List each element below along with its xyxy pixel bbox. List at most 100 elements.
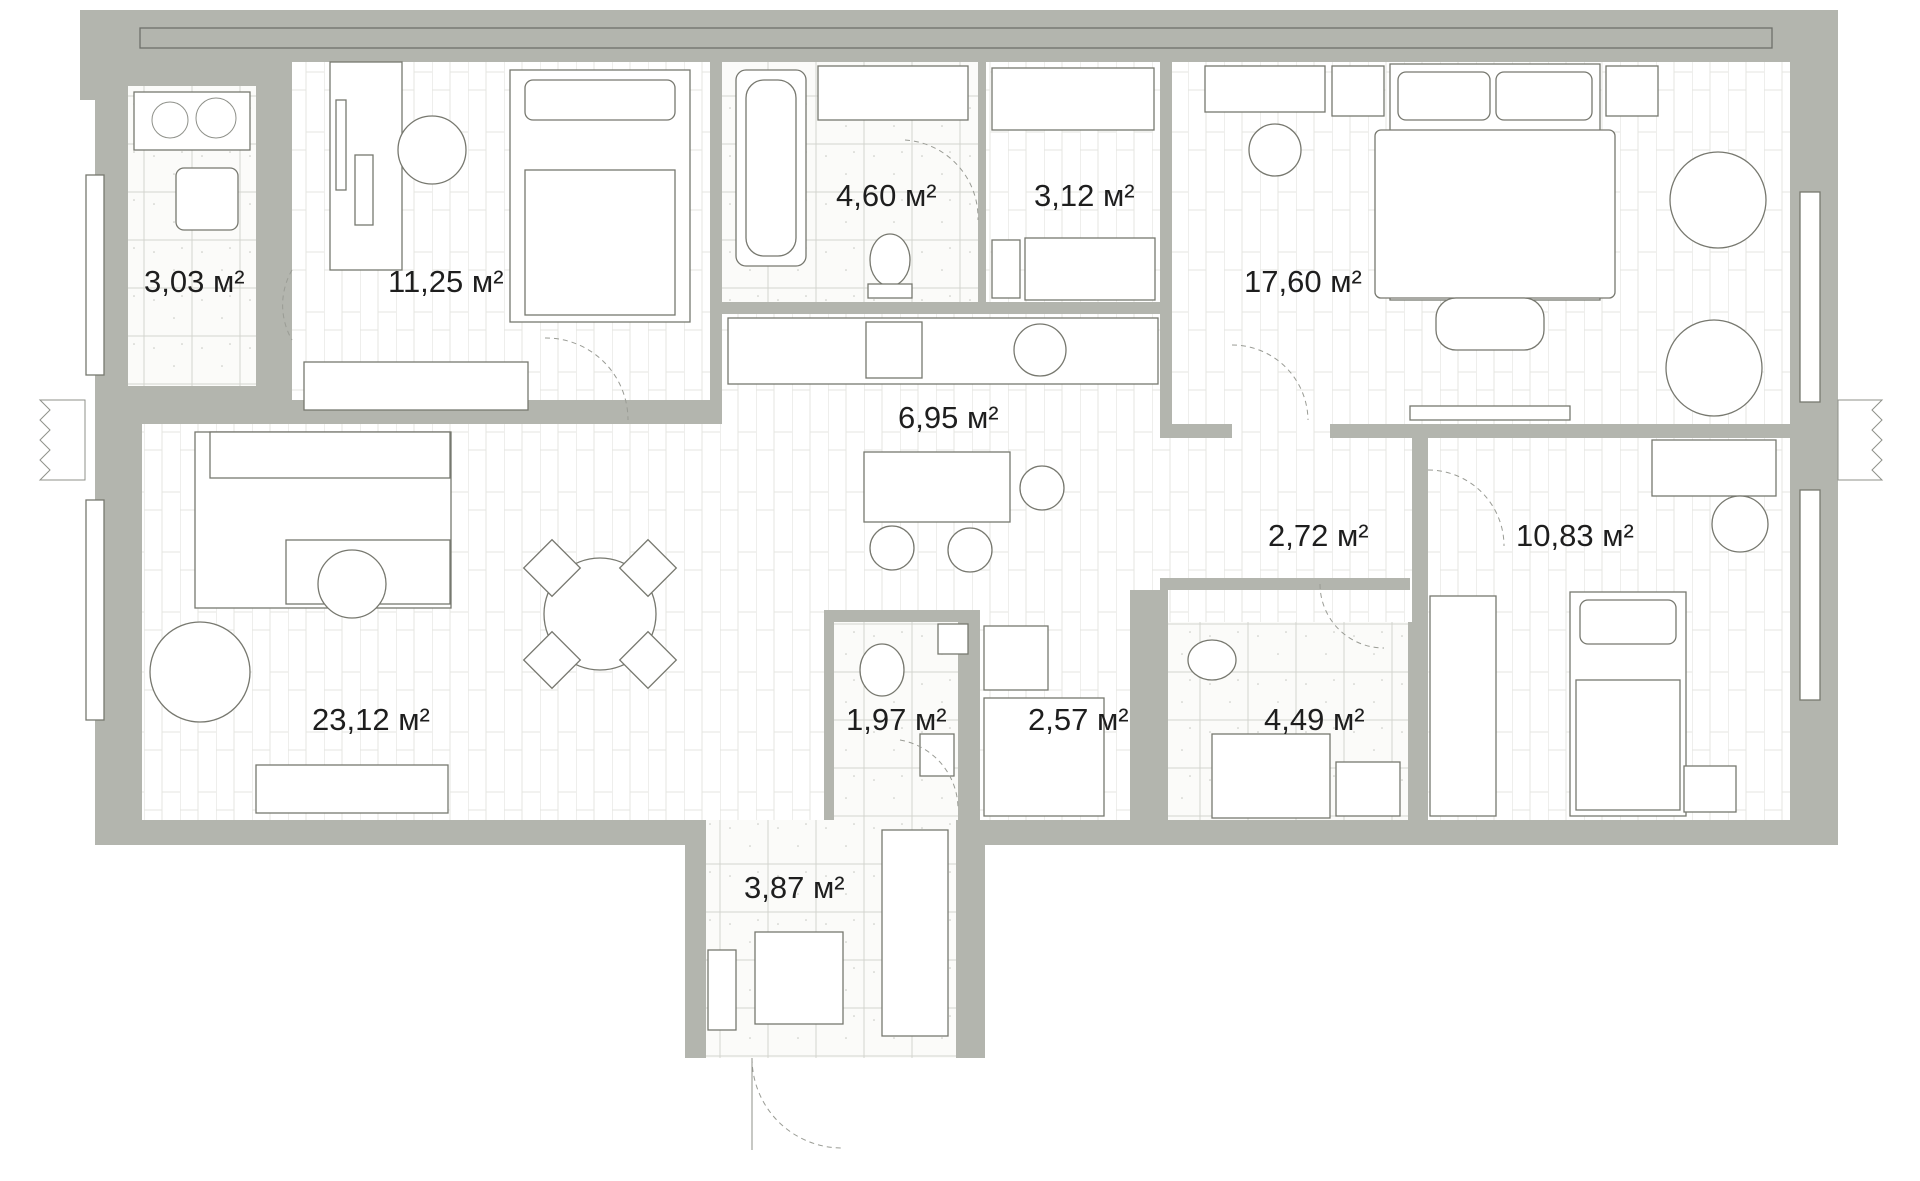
area-label-toilet: 1,97 м² xyxy=(846,702,947,737)
round-table-chair-1 xyxy=(522,538,582,598)
kitchen-sink xyxy=(865,321,923,379)
wall-under-bath xyxy=(722,302,1160,314)
round-table-chair-4 xyxy=(618,630,678,690)
door-right-bedroom xyxy=(1427,469,1505,547)
door-entrance xyxy=(751,1057,843,1149)
master-chair xyxy=(1248,123,1302,177)
shower-sink xyxy=(1335,761,1401,817)
dining-chair-2 xyxy=(869,525,915,571)
dining-chair-1 xyxy=(1019,465,1065,511)
wall-master-hall xyxy=(1160,424,1232,438)
sofa-back xyxy=(209,431,451,479)
right-desk xyxy=(1651,439,1777,497)
area-label-hall: 2,72 м² xyxy=(1268,518,1369,553)
right-wardrobe xyxy=(1429,595,1497,817)
nightstand-left xyxy=(1331,65,1385,117)
wall-right-bedroom-left xyxy=(1412,438,1428,820)
double-bed-pillow-right xyxy=(1495,71,1593,121)
master-tv-console xyxy=(1409,405,1571,421)
wall-entrance-right xyxy=(956,820,985,1058)
right-bed-blanket xyxy=(1575,679,1681,811)
master-desk xyxy=(1204,65,1326,113)
washing-machine xyxy=(983,625,1049,691)
door-balcony xyxy=(282,269,293,341)
kitchen-hob xyxy=(1013,323,1067,377)
area-label-kitchen: 6,95 м² xyxy=(898,400,999,435)
area-label-entrance: 3,87 м² xyxy=(744,870,845,905)
living-armchair xyxy=(149,621,251,723)
shower-toilet xyxy=(1187,639,1237,681)
area-label-bedroom-right: 10,83 м² xyxy=(1516,518,1634,553)
dining-table xyxy=(863,451,1011,523)
area-label-wardrobe: 3,12 м² xyxy=(1034,178,1135,213)
door-master xyxy=(1231,344,1309,421)
wall-entrance-left xyxy=(685,820,706,1058)
bathtub-inner xyxy=(745,79,797,257)
door-small-bedroom xyxy=(544,337,629,421)
round-dining-table xyxy=(543,557,657,671)
wall-under-master xyxy=(1330,424,1790,438)
door-toilet xyxy=(899,739,959,811)
bed-small-pillow xyxy=(524,79,676,121)
bench-small xyxy=(303,361,529,411)
area-label-balcony: 3,03 м² xyxy=(144,264,245,299)
right-bed-pillow xyxy=(1579,599,1677,645)
right-nightstand xyxy=(1683,765,1737,813)
desk-chair xyxy=(397,115,467,185)
toilet-bowl xyxy=(859,643,905,697)
armchair-master-1 xyxy=(1669,151,1767,249)
window-sill-right xyxy=(1837,399,1884,481)
interior-walls xyxy=(95,10,1838,1058)
entrance-mat xyxy=(754,931,844,1025)
double-bed-blanket xyxy=(1374,129,1616,299)
wardrobe-shelf-bottom xyxy=(1024,237,1156,301)
double-sink xyxy=(817,65,969,121)
wall-wardrobe-master xyxy=(1160,62,1172,432)
entrance-wardrobe xyxy=(881,829,949,1037)
wall-bedroom-bath xyxy=(710,62,722,400)
toilet-sink xyxy=(919,733,955,777)
wall-laundry-shower xyxy=(1130,590,1168,820)
area-labels: 3,03 м² 11,25 м² 4,60 м² 3,12 м² 17,60 м… xyxy=(144,178,1634,905)
round-table-chair-3 xyxy=(522,630,582,690)
wall-living-kitchen xyxy=(640,400,722,424)
shoe-rack xyxy=(707,949,737,1031)
right-desk-chair xyxy=(1711,495,1769,553)
wall-right-outer xyxy=(1790,10,1838,845)
area-label-bedroom-small: 11,25 м² xyxy=(388,264,504,299)
wall-toilet-laundry xyxy=(958,610,980,820)
laundry-shelf xyxy=(983,697,1105,817)
desk-monitor xyxy=(335,99,347,191)
nightstand-right xyxy=(1605,65,1659,117)
area-label-laundry: 2,57 м² xyxy=(1028,702,1129,737)
bath-toilet xyxy=(869,233,911,287)
window-balcony-left xyxy=(85,174,105,376)
wall-shower-top xyxy=(1160,578,1410,590)
coffee-table xyxy=(317,549,387,619)
kitchen-counter xyxy=(727,317,1159,385)
windows xyxy=(38,174,1884,721)
armchair-master-2 xyxy=(1665,319,1763,417)
wall-toilet-left xyxy=(824,610,834,820)
bed-ottoman xyxy=(1435,297,1545,351)
balcony-plant xyxy=(133,91,251,151)
area-label-master-bedroom: 17,60 м² xyxy=(1244,264,1362,299)
window-sill-left xyxy=(38,399,86,481)
tv-console xyxy=(255,764,449,814)
wardrobe-drawer xyxy=(991,239,1021,299)
dining-chair-3 xyxy=(947,527,993,573)
keyboard xyxy=(354,154,374,226)
furniture xyxy=(133,61,1777,1037)
area-label-bathroom: 4,60 м² xyxy=(836,178,937,213)
area-label-shower-room: 4,49 м² xyxy=(1264,702,1365,737)
window-master-right xyxy=(1799,191,1821,403)
doors xyxy=(282,139,1505,1150)
wardrobe-shelf-top xyxy=(991,67,1155,131)
door-shower xyxy=(1319,583,1385,649)
wall-toilet-top xyxy=(824,610,980,622)
wall-bath-wardrobe xyxy=(978,62,986,302)
top-strip xyxy=(139,27,1773,49)
area-label-living-room: 23,12 м² xyxy=(312,702,430,737)
bath-toilet-tank xyxy=(867,283,913,299)
